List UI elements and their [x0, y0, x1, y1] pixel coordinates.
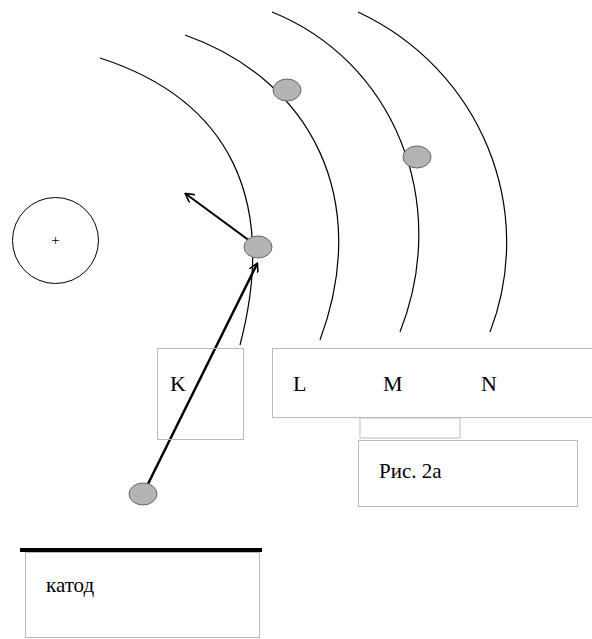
electron: [273, 79, 301, 101]
node-text: Рис. 2а: [379, 461, 442, 482]
k-shell-arc: [100, 58, 253, 345]
empty-frame: [360, 418, 460, 438]
node-text: L: [293, 373, 306, 395]
incident-electron-arrow: [143, 264, 257, 494]
cathode-label-box: катод: [25, 552, 260, 638]
l-shell-arc: [185, 35, 339, 340]
node-text: +: [51, 233, 59, 248]
n-shell-arc: [358, 12, 507, 332]
node-text: K: [170, 373, 186, 395]
shell-label-box: K: [157, 348, 244, 440]
node-text: M: [383, 373, 403, 395]
electron: [129, 483, 157, 505]
electron: [403, 146, 431, 168]
node-text: катод: [46, 575, 94, 596]
node-text: N: [481, 373, 497, 395]
m-shell-arc: [272, 12, 419, 332]
figure-label-box: Рис. 2а: [358, 440, 578, 507]
nucleus-circle: +: [12, 197, 99, 284]
ejected-electron-arrow: [186, 194, 258, 247]
electron: [244, 236, 272, 258]
shell-label-box: L M N: [272, 348, 592, 418]
